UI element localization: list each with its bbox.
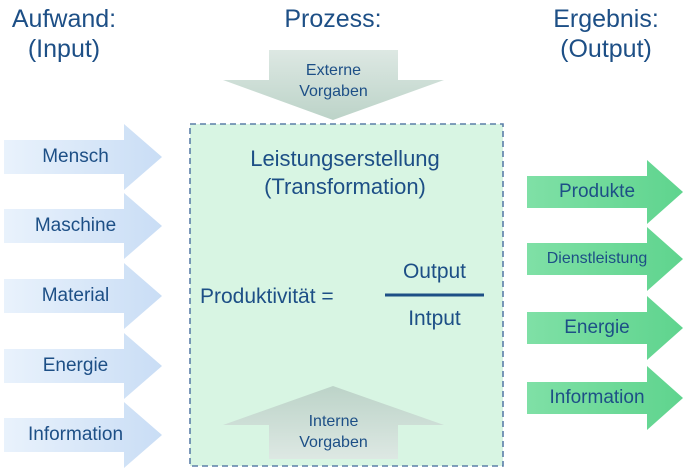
output-arrow-dienstleistung	[527, 227, 683, 291]
process-title-line2: (Transformation)	[264, 174, 426, 199]
input-label-mensch: Mensch	[42, 146, 109, 167]
output-arrow-energie	[527, 296, 683, 360]
input-arrows	[4, 124, 162, 468]
output-heading-line1: Ergebnis:	[553, 5, 659, 33]
input-heading-line2: (Input)	[27, 35, 101, 63]
process-heading: Prozess:	[284, 5, 382, 33]
output-label-information: Information	[549, 387, 645, 408]
process-title-line1: Leistungserstellung	[250, 146, 440, 171]
output-heading-line2: (Output)	[560, 35, 652, 63]
input-label-material: Material	[41, 285, 110, 306]
input-arrow-information	[4, 402, 162, 468]
input-arrow-energie	[4, 333, 162, 399]
input-heading-line1: Aufwand:	[11, 5, 117, 33]
internal-constraints-label: Interne Vorgaben	[268, 411, 399, 453]
output-arrows	[527, 160, 683, 430]
input-arrow-material	[4, 263, 162, 329]
external-label-line1: Externe	[305, 62, 362, 79]
external-constraints-label: Externe Vorgaben	[268, 60, 399, 102]
input-arrow-mensch	[4, 124, 162, 190]
input-arrow-maschine	[4, 193, 162, 259]
input-label-maschine: Maschine	[34, 215, 117, 236]
productivity-label: Produktivität =	[200, 285, 334, 308]
output-arrow-produkte	[527, 160, 683, 224]
output-heading: Ergebnis: (Output)	[536, 4, 676, 64]
internal-constraints-arrow	[223, 386, 444, 459]
output-arrow-information	[527, 366, 683, 430]
process-title: Leistungserstellung (Transformation)	[200, 145, 490, 201]
output-label-dienstleistung: Dienstleistung	[546, 250, 648, 267]
output-label-energie: Energie	[564, 317, 630, 338]
internal-label-line1: Interne	[308, 413, 359, 430]
external-label-line2: Vorgaben	[299, 83, 368, 100]
fraction-numerator: Output	[402, 260, 467, 283]
input-heading: Aufwand: (Input)	[0, 4, 128, 64]
internal-label-line2: Vorgaben	[299, 434, 368, 451]
input-label-information: Information	[27, 424, 124, 445]
output-label-produkte: Produkte	[558, 181, 636, 202]
fraction-denominator: Intput	[408, 307, 461, 330]
external-constraints-arrow	[223, 50, 444, 120]
input-label-energie: Energie	[42, 355, 109, 376]
